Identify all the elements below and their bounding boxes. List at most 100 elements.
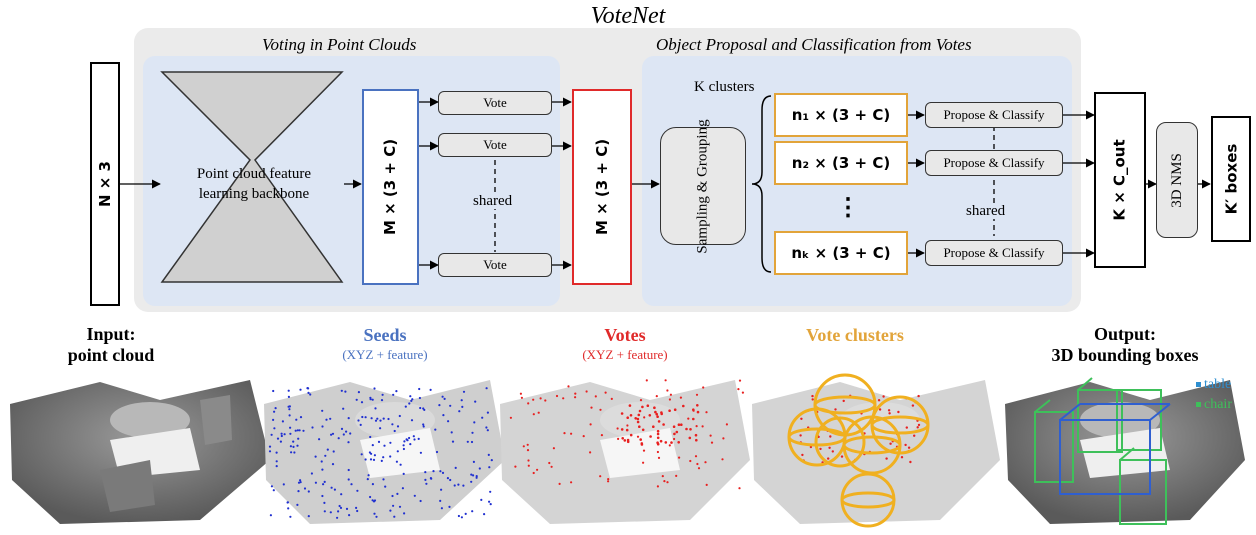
- seed-point: [454, 466, 457, 469]
- vote-point: [655, 412, 658, 416]
- seed-point: [371, 398, 374, 401]
- seed-point: [342, 433, 345, 436]
- vote-point: [567, 385, 570, 388]
- seed-point: [434, 428, 437, 431]
- vote-point: [574, 392, 577, 395]
- vote-point: [689, 428, 692, 431]
- seed-point: [323, 510, 326, 513]
- seed-point: [440, 507, 443, 510]
- vote-point: [652, 425, 655, 429]
- seed-point: [279, 440, 282, 443]
- seed-point: [340, 427, 344, 430]
- seed-point: [424, 478, 427, 481]
- seed-point: [447, 420, 450, 423]
- point-cloud-votes: [500, 380, 750, 524]
- seed-point: [294, 429, 297, 432]
- vote-point: [722, 437, 725, 440]
- propose-classify-1: Propose & Classify: [925, 102, 1063, 128]
- vote-point: [519, 392, 523, 395]
- seed-point: [311, 426, 314, 429]
- seed-point: [356, 509, 359, 513]
- votes-label: M × (3 + C): [593, 138, 612, 236]
- seed-point: [314, 455, 317, 458]
- vote-point: [666, 481, 669, 484]
- vote-point: [532, 398, 535, 401]
- vote-point: [527, 459, 530, 462]
- seed-point: [389, 441, 392, 444]
- legend-chair-label: chair: [1204, 397, 1232, 412]
- seed-point: [299, 416, 303, 419]
- seed-point: [369, 398, 372, 401]
- seed-point: [470, 440, 474, 444]
- seed-point: [339, 506, 343, 509]
- vote-point: [666, 389, 669, 392]
- vote-point: [670, 441, 673, 444]
- cluster-vote-point: [809, 445, 813, 449]
- vote-point: [679, 396, 683, 399]
- seed-point: [429, 388, 432, 391]
- cluster-vote-point: [811, 394, 814, 398]
- vote-point: [574, 396, 577, 399]
- vote-point: [620, 412, 624, 415]
- vote-point: [645, 379, 648, 382]
- vote-point: [668, 398, 672, 401]
- vote-point: [694, 455, 698, 458]
- seeds-label: M × (3 + C): [381, 138, 400, 236]
- seed-point: [373, 512, 376, 515]
- seed-point: [289, 445, 292, 448]
- seed-point: [369, 495, 372, 499]
- seed-point: [281, 420, 284, 423]
- vote-point: [664, 441, 668, 444]
- vote-point: [656, 485, 660, 488]
- vote-point: [625, 428, 629, 432]
- seed-point: [382, 417, 385, 420]
- seed-point: [422, 423, 425, 426]
- vote-point: [738, 379, 742, 382]
- vote-point: [704, 461, 707, 464]
- seed-point: [276, 437, 280, 440]
- seed-point: [268, 450, 272, 453]
- vote-point: [685, 427, 688, 431]
- seed-point: [357, 419, 360, 422]
- cluster-vote-point: [829, 435, 832, 438]
- seed-point: [298, 429, 301, 432]
- seed-point: [349, 432, 352, 435]
- caption-output-sub: 3D bounding boxes: [1051, 345, 1199, 365]
- k-clusters-label: K clusters: [694, 79, 755, 95]
- seed-point: [409, 443, 412, 446]
- seed-point: [371, 499, 374, 502]
- vote-point: [637, 413, 641, 417]
- legend-chair-swatch: [1196, 402, 1201, 408]
- vote-point: [626, 416, 629, 420]
- vote-point: [688, 436, 692, 440]
- seed-point: [392, 504, 395, 507]
- cluster-box-1: n₁ × (3 + C): [774, 93, 908, 137]
- section-voting-title: Voting in Point Clouds: [262, 35, 417, 54]
- vote-point: [544, 399, 547, 402]
- seed-point: [331, 463, 335, 466]
- nms-label: 3D NMS: [1168, 152, 1185, 208]
- seed-point: [330, 433, 333, 436]
- seed-point: [396, 492, 399, 495]
- seed-point: [302, 429, 305, 432]
- seed-point: [391, 423, 394, 426]
- vote-point: [663, 480, 666, 483]
- vote-point: [527, 402, 530, 405]
- cluster-vote-point: [885, 457, 888, 460]
- vote-point: [638, 425, 641, 429]
- seed-point: [289, 426, 292, 429]
- vote-point: [636, 417, 640, 421]
- cluster-vote-point: [889, 442, 892, 445]
- vote-point: [669, 393, 673, 396]
- seed-point: [290, 451, 293, 454]
- seed-point: [419, 406, 422, 410]
- caption-output-title: Output:: [1093, 324, 1156, 344]
- seed-point: [472, 460, 475, 463]
- seed-point: [275, 460, 278, 463]
- proposal-output-label: K × C_out: [1111, 139, 1129, 221]
- seed-point: [321, 468, 324, 471]
- seed-point: [401, 487, 404, 490]
- vote-point: [636, 435, 640, 438]
- seed-point: [488, 500, 491, 503]
- seed-point: [474, 400, 477, 403]
